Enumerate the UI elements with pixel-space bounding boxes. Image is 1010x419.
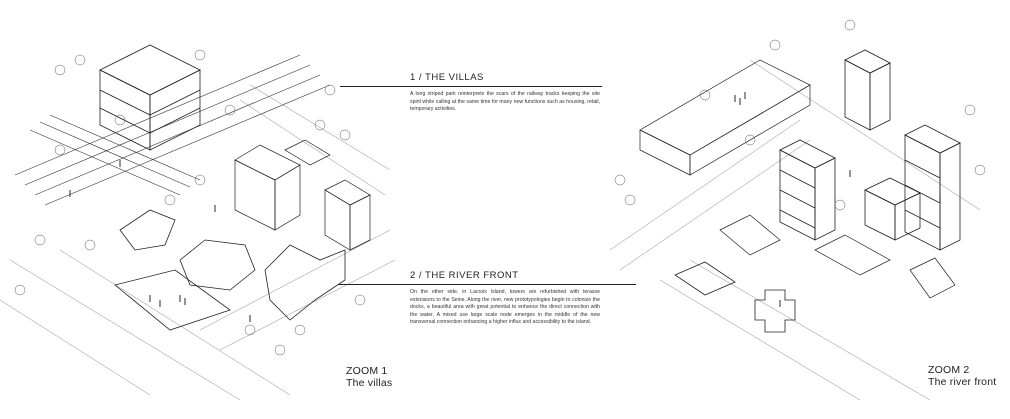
zoom1-name: The villas: [346, 377, 393, 389]
section-river-front-body: On the other side, in Lacroix Island, to…: [410, 289, 600, 326]
section-river-front-rule: [338, 284, 636, 285]
figures: [734, 92, 941, 307]
zoom1-axonometric-drawing: [0, 0, 400, 419]
section-river-front-title: 2 / THE RIVER FRONT: [410, 270, 519, 281]
pavilion-canopies: [114, 209, 346, 331]
zoom2-drawing-svg: [609, 19, 986, 401]
section-villas-rule: [340, 86, 602, 87]
tower-blocks: [779, 49, 961, 251]
section-river-front: 2 / THE RIVER FRONT On the other side, i…: [338, 270, 636, 327]
zoom2-label: ZOOM 2 The river front: [928, 364, 996, 388]
zoom2-number: ZOOM 2: [928, 364, 970, 376]
street-grid: [0, 84, 396, 401]
long-bar-building: [639, 59, 811, 176]
section-villas: 1 / THE VILLAS A long striped park reint…: [340, 72, 602, 114]
zoom2-axonometric-drawing: [600, 0, 1010, 419]
railway-tracks: [14, 54, 331, 206]
zoom2-name: The river front: [928, 376, 997, 388]
figures: [69, 160, 251, 322]
park-trees: [14, 49, 366, 356]
street-grid: [609, 59, 981, 401]
zoom1-number: ZOOM 1: [346, 365, 388, 377]
cube-building: [99, 44, 201, 151]
villa-blocks: [234, 139, 371, 251]
section-villas-title: 1 / THE VILLAS: [410, 72, 484, 83]
zoom1-label: ZOOM 1 The villas: [346, 365, 392, 389]
trees: [614, 19, 986, 211]
dock-terraces: [719, 214, 956, 299]
section-villas-body: A long striped park reinterprets the sca…: [410, 91, 600, 113]
zoom1-drawing-svg: [0, 44, 396, 401]
floating-platforms: [674, 261, 796, 333]
